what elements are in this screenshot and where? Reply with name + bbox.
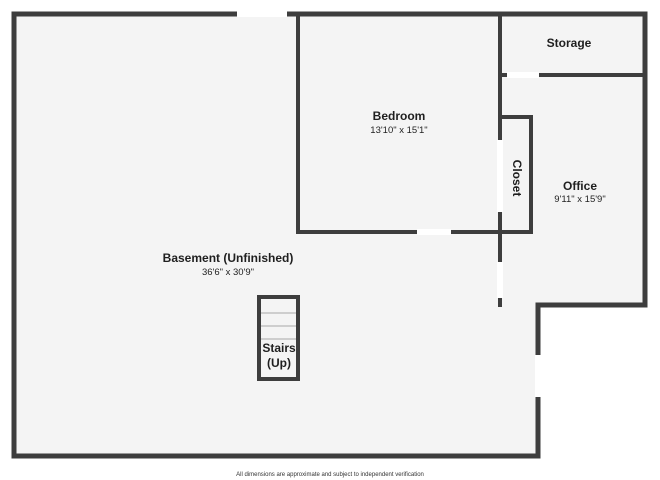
bedroom-dimensions: 13'10" x 15'1" <box>370 125 427 136</box>
stairs: Stairs (Up) <box>257 295 300 381</box>
storage-name: Storage <box>547 36 592 50</box>
office-name: Office <box>563 179 597 193</box>
openings <box>237 11 541 397</box>
office-dimensions: 9'11" x 15'9" <box>554 194 605 205</box>
bedroom-door <box>417 229 451 235</box>
stairs-label-line1: Stairs <box>262 341 296 355</box>
room-labels: Bedroom 13'10" x 15'1" Storage Closet Of… <box>163 36 606 278</box>
stairs-label-line2: (Up) <box>267 356 291 370</box>
disclaimer-text: All dimensions are approximate and subje… <box>236 472 424 478</box>
basement-name: Basement (Unfinished) <box>163 251 294 265</box>
closet-wall <box>498 115 533 234</box>
window-north <box>237 11 287 17</box>
office-door <box>497 262 503 298</box>
exterior-wall <box>11 11 648 459</box>
bedroom-name: Bedroom <box>373 109 426 123</box>
floor-fills <box>14 14 645 456</box>
closet-door <box>497 140 503 212</box>
window-east <box>535 355 541 397</box>
stair-treads <box>261 312 296 340</box>
closet-name: Closet <box>510 160 524 197</box>
storage-door <box>507 72 539 78</box>
basement-floor <box>14 14 645 306</box>
basement-dimensions: 36'6" x 30'9" <box>202 267 254 278</box>
stairs-outline <box>257 295 300 381</box>
